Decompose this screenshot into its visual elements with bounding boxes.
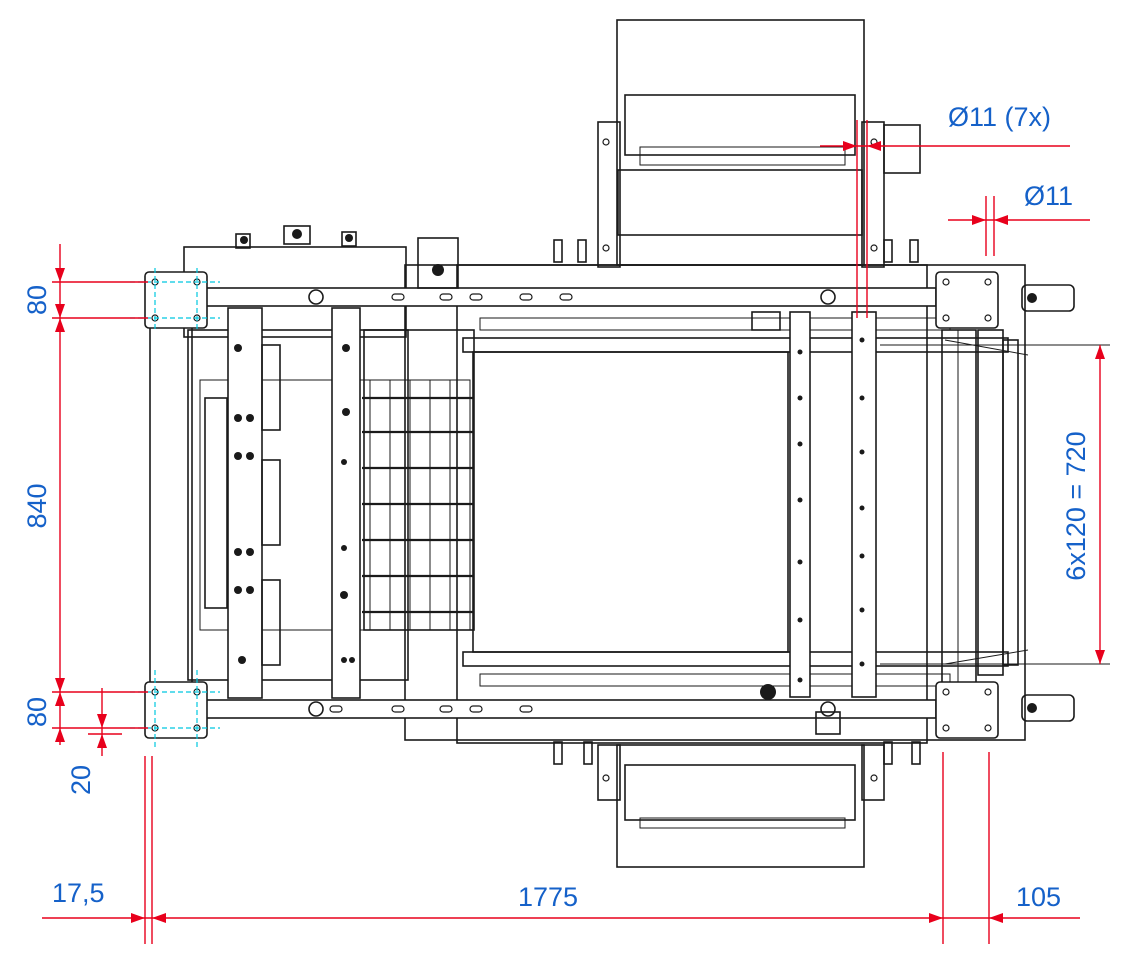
machine-outline	[144, 19, 1110, 868]
roller-grid	[362, 380, 474, 630]
leveling-feet	[553, 239, 921, 765]
conveyor-belt	[462, 317, 1029, 687]
label-bottom-hole-pitch: 80	[22, 697, 52, 727]
dim-hole-dia-multi: Ø11 (7x)	[820, 102, 1070, 318]
label-left-offset: 17,5	[52, 878, 105, 908]
label-overall-length: 1775	[518, 882, 578, 912]
right-rollers	[1021, 284, 1075, 722]
dim-hole-dia: Ø11	[948, 181, 1090, 256]
label-hole-dia: Ø11	[1024, 181, 1073, 211]
hole-pattern-lines	[130, 268, 220, 750]
dim-bottom-horizontal: 17,5 1775 105	[42, 752, 1080, 944]
top-beam	[205, 287, 937, 307]
dim-left-vertical: 80 840 80 20	[22, 244, 148, 795]
label-hole-dia-multi: Ø11 (7x)	[948, 102, 1051, 132]
label-right-pattern: 6x120 = 720	[1061, 431, 1091, 580]
dim-right-vertical: 6x120 = 720	[1061, 345, 1105, 664]
label-top-hole-pitch: 80	[22, 285, 52, 315]
right-vertical-beams	[789, 311, 1110, 698]
bottom-drive-unit	[597, 744, 885, 868]
left-vertical-beams	[204, 307, 361, 699]
label-right-offset: 105	[1016, 882, 1061, 912]
label-hole-offset: 20	[66, 765, 96, 795]
bottom-beam	[205, 311, 937, 735]
main-frame	[149, 246, 1026, 744]
label-frame-length: 840	[22, 483, 52, 528]
control-panel	[235, 225, 459, 289]
corner-plates	[144, 271, 999, 739]
top-drive-unit	[597, 19, 921, 268]
